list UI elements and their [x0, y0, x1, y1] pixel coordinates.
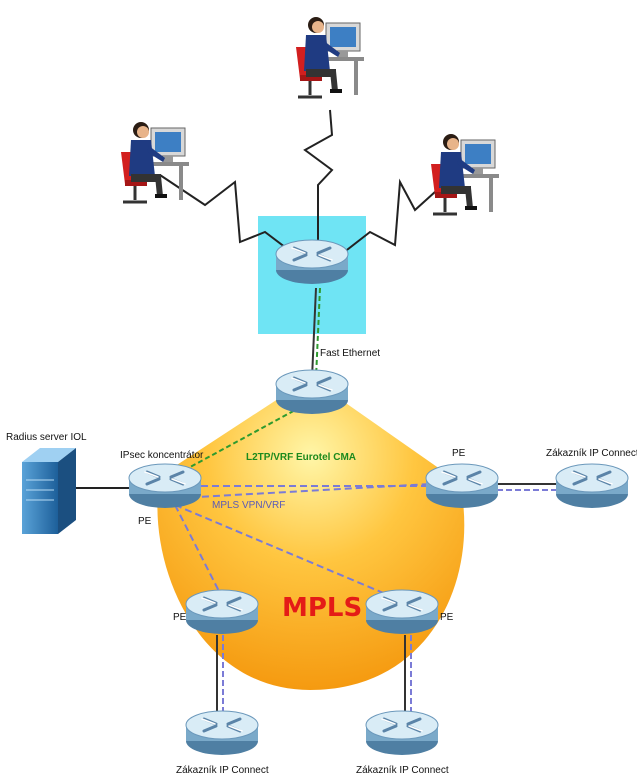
mpls-cloud [157, 378, 465, 690]
pe-router-bottom-right [364, 588, 440, 636]
fast-ethernet-link [311, 287, 317, 379]
user-workstation-left [119, 120, 191, 204]
customer-link-bottom-left [216, 635, 224, 720]
customer-right-label: Zákazník IP Connect [546, 448, 637, 459]
customer-router-bottom-right [364, 709, 440, 757]
mpls-vpn-label: MPLS VPN/VRF [212, 500, 285, 511]
ipsec-concentrator-router [127, 462, 203, 510]
customer-bottom-left-label: Zákazník IP Connect [176, 765, 269, 776]
wan-link-top [303, 109, 334, 255]
l2tp-label: L2TP/VRF Eurotel CMA [246, 452, 356, 463]
pe-edge-router-top [274, 368, 350, 416]
customer-bottom-right-label: Zákazník IP Connect [356, 765, 449, 776]
l2tp-link [169, 401, 311, 479]
pe-left-label: PE [138, 516, 152, 527]
radius-server-label: Radius server IOL [6, 432, 87, 443]
pe-router-bottom-left [184, 588, 260, 636]
mpls-title: MPLS [282, 593, 362, 623]
wan-link-right [333, 178, 447, 261]
pe-bottom-right-label: PE [440, 612, 454, 623]
user-workstation-right [429, 132, 501, 216]
lan-router [274, 238, 350, 286]
customer-router-bottom-left [184, 709, 260, 757]
pe-bottom-left-label: PE [173, 612, 187, 623]
customer-link-right [488, 483, 558, 491]
pe-router-right [424, 462, 500, 510]
wan-link-left [159, 174, 303, 261]
customer-router-right [554, 462, 630, 510]
pe-right-label: PE [452, 448, 466, 459]
mpls-vpn-links [174, 483, 432, 604]
customer-link-bottom-right [404, 635, 412, 720]
fast-ethernet-label: Fast Ethernet [320, 348, 380, 359]
user-workstation-top [294, 15, 366, 99]
radius-server-icon [22, 448, 76, 534]
ipsec-concentrator-label: IPsec koncentrátor [120, 450, 204, 461]
